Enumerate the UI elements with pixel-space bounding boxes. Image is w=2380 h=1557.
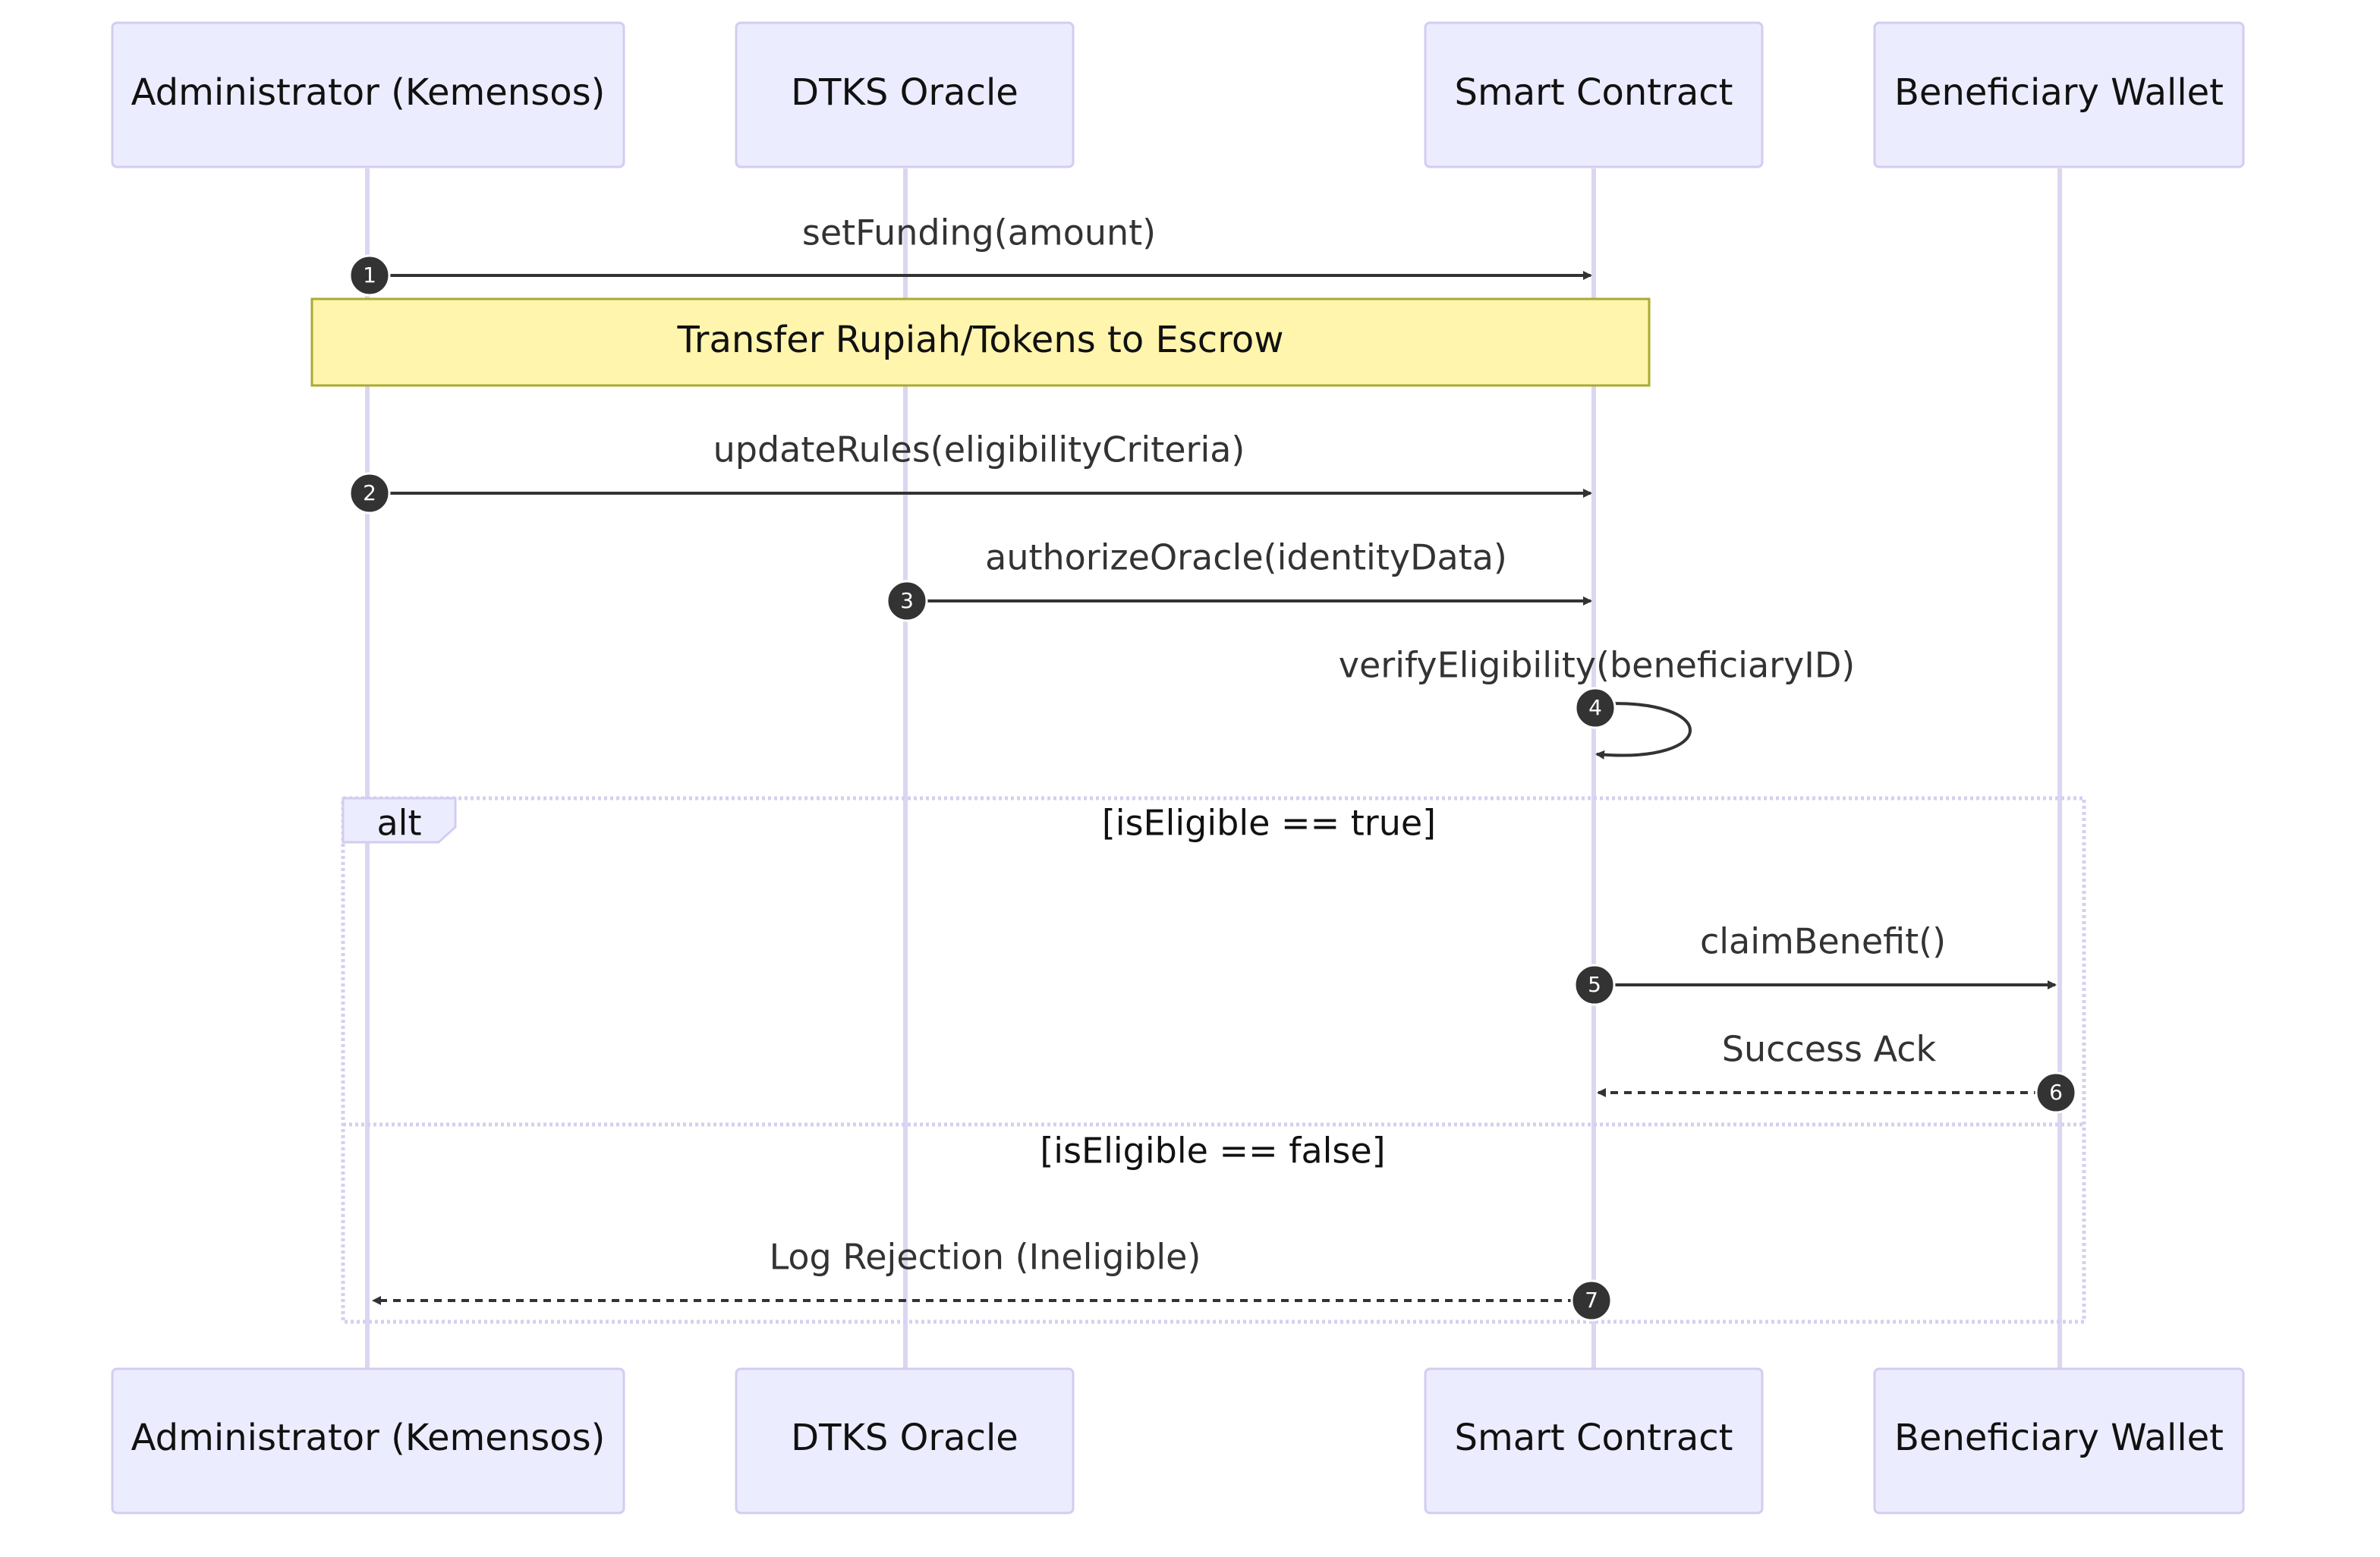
actor-contract-top[interactable]: Smart Contract xyxy=(1424,21,1764,168)
actor-wallet-top[interactable]: Beneficiary Wallet xyxy=(1873,21,2245,168)
message-6-label: Success Ack xyxy=(1722,1029,1937,1070)
message-4-label: verifyEligibility(beneficiaryID) xyxy=(1339,645,1855,686)
sequence-badge-3 xyxy=(886,580,928,622)
actor-oracle-top-box xyxy=(735,21,1075,168)
actor-contract-bottom-label: Smart Contract xyxy=(1455,1417,1733,1459)
message-7-label: Log Rejection (Ineligible) xyxy=(770,1237,1201,1278)
alt-frame-label-box xyxy=(342,797,457,844)
sequence-number-6: 6 xyxy=(2049,1080,2063,1105)
message-4-arrow xyxy=(1595,702,1692,760)
alt-frame-label: alt xyxy=(376,803,421,844)
sequence-badge-5 xyxy=(1573,964,1616,1006)
actor-wallet-bottom[interactable]: Beneficiary Wallet xyxy=(1873,1367,2245,1515)
note-box xyxy=(310,297,1651,387)
actor-wallet-bottom-box xyxy=(1873,1367,2245,1515)
sequence-number-5: 5 xyxy=(1588,972,1601,997)
actor-wallet-top-box xyxy=(1873,21,2245,168)
message-3-label: authorizeOracle(identityData) xyxy=(985,537,1507,578)
sequence-number-1: 1 xyxy=(363,263,376,288)
sequence-number-7: 7 xyxy=(1585,1288,1598,1313)
sequence-number-4: 4 xyxy=(1588,695,1602,720)
note-text: Transfer Rupiah/Tokens to Escrow xyxy=(676,319,1283,361)
actor-oracle-top[interactable]: DTKS Oracle xyxy=(735,21,1075,168)
sequence-number-2: 2 xyxy=(363,480,376,505)
actor-oracle-bottom-box xyxy=(735,1367,1075,1515)
sequence-number-3: 3 xyxy=(900,588,914,613)
alt-condition-true: [isEligible == true] xyxy=(1102,803,1436,844)
actor-wallet-top-label: Beneficiary Wallet xyxy=(1894,71,2224,114)
message-1-label: setFunding(amount) xyxy=(802,212,1156,253)
alt-frame: alt [isEligible == true] [isEligible == … xyxy=(341,796,2086,1324)
actor-admin-bottom-label: Administrator (Kemensos) xyxy=(131,1417,606,1459)
actor-contract-bottom-box xyxy=(1424,1367,1764,1515)
sequence-badge-2 xyxy=(348,472,391,514)
actor-contract-top-box xyxy=(1424,21,1764,168)
actor-oracle-bottom[interactable]: DTKS Oracle xyxy=(735,1367,1075,1515)
actor-admin-top[interactable]: Administrator (Kemensos) xyxy=(111,21,625,168)
actor-admin-top-label: Administrator (Kemensos) xyxy=(131,71,606,114)
sequence-badge-1 xyxy=(348,254,391,297)
actor-admin-bottom-box xyxy=(111,1367,625,1515)
actor-oracle-top-label: DTKS Oracle xyxy=(791,71,1018,114)
sequence-badge-6 xyxy=(2035,1071,2077,1114)
actor-admin-bottom[interactable]: Administrator (Kemensos) xyxy=(111,1367,625,1515)
alt-frame-border xyxy=(341,796,2086,1324)
alt-condition-false: [isEligible == false] xyxy=(1040,1131,1385,1172)
actor-contract-bottom[interactable]: Smart Contract xyxy=(1424,1367,1764,1515)
message-5-label: claimBenefit() xyxy=(1700,921,1946,962)
actor-contract-top-label: Smart Contract xyxy=(1455,71,1733,114)
actor-oracle-bottom-label: DTKS Oracle xyxy=(791,1417,1018,1459)
sequence-badge-4 xyxy=(1574,687,1617,729)
message-2-label: updateRules(eligibilityCriteria) xyxy=(713,429,1245,470)
actor-admin-top-box xyxy=(111,21,625,168)
actor-wallet-bottom-label: Beneficiary Wallet xyxy=(1894,1417,2224,1459)
sequence-badge-7 xyxy=(1570,1279,1613,1322)
note-escrow: Transfer Rupiah/Tokens to Escrow xyxy=(310,297,1651,387)
